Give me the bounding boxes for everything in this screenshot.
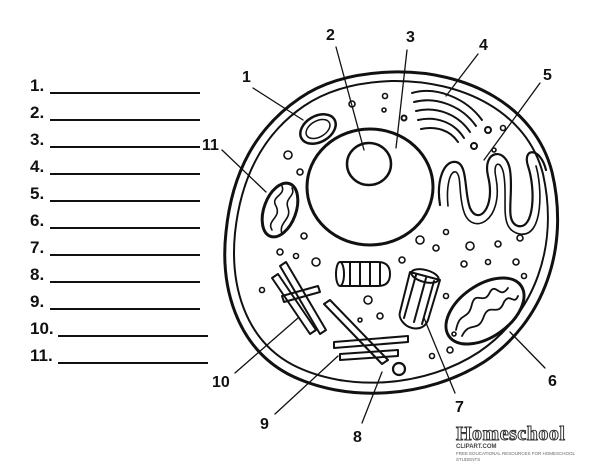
logo-brand: Homeschool	[456, 423, 566, 445]
blank-number: 4.	[30, 157, 45, 176]
centriole-horizontal	[335, 261, 391, 287]
label-2: 2	[326, 27, 335, 44]
blank-number: 9.	[30, 292, 45, 311]
homeschool-clipart-logo: Homeschool CLIPART.COM FREE EDUCATIONAL …	[456, 423, 586, 463]
blank-number: 6.	[30, 211, 45, 230]
blank-number: 7.	[30, 238, 45, 257]
blank-line	[50, 200, 200, 202]
diagram-labels: 1 2 3 4 5 6 7 8 9 10 11	[202, 27, 557, 446]
ribosome	[391, 361, 407, 377]
blank-line	[50, 308, 200, 310]
answer-blank-4[interactable]: 4.	[30, 157, 200, 177]
label-7: 7	[455, 399, 464, 416]
cytoskeleton-rods	[271, 261, 409, 365]
blank-number: 11.	[30, 346, 53, 365]
blank-line	[50, 92, 200, 94]
answer-blank-7[interactable]: 7.	[30, 238, 200, 258]
blank-number: 2.	[30, 103, 45, 122]
blank-line	[50, 119, 200, 121]
endoplasmic-reticulum-inner	[446, 163, 541, 235]
blank-line	[50, 146, 200, 148]
blank-line	[58, 335, 208, 337]
blank-line	[50, 227, 200, 229]
blank-line	[58, 362, 208, 364]
blank-number: 3.	[30, 130, 45, 149]
vacuole-inner	[305, 118, 331, 140]
label-3: 3	[406, 29, 415, 46]
answer-blank-11[interactable]: 11.	[30, 346, 208, 366]
label-9: 9	[260, 416, 269, 433]
label-11: 11	[202, 137, 219, 154]
golgi-apparatus	[400, 90, 492, 150]
nucleolus	[345, 141, 393, 187]
blank-number: 10.	[30, 319, 54, 338]
blank-line	[50, 254, 200, 256]
mitochondrion-large	[444, 276, 526, 346]
label-6: 6	[548, 373, 557, 390]
answer-blank-1[interactable]: 1.	[30, 76, 200, 96]
leader-lines	[221, 46, 546, 424]
label-4: 4	[479, 37, 488, 54]
blank-number: 1.	[30, 76, 45, 95]
centriole-vertical	[398, 268, 441, 330]
blank-number: 5.	[30, 184, 45, 203]
label-10: 10	[212, 374, 230, 391]
logo-site: CLIPART.COM	[456, 444, 497, 450]
answer-blank-5[interactable]: 5.	[30, 184, 200, 204]
cytoplasm-vesicles	[258, 92, 528, 360]
blank-number: 8.	[30, 265, 45, 284]
blank-line	[50, 173, 200, 175]
nucleus	[305, 127, 435, 247]
label-8: 8	[353, 429, 362, 446]
label-1: 1	[242, 69, 251, 86]
endoplasmic-reticulum	[437, 151, 548, 228]
logo-tagline: FREE EDUCATIONAL RESOURCES FOR HOMESCHOO…	[456, 451, 575, 462]
answer-blank-8[interactable]: 8.	[30, 265, 200, 285]
cell-membrane-outer	[223, 70, 560, 395]
cell-membrane-inner	[233, 79, 549, 384]
answer-blank-2[interactable]: 2.	[30, 103, 200, 123]
blank-line	[50, 281, 200, 283]
answer-blank-9[interactable]: 9.	[30, 292, 200, 312]
answer-blank-3[interactable]: 3.	[30, 130, 200, 150]
mitochondrion-small	[260, 181, 300, 239]
vacuole	[299, 113, 337, 145]
label-5: 5	[543, 67, 552, 84]
answer-blank-6[interactable]: 6.	[30, 211, 200, 231]
answer-blank-10[interactable]: 10.	[30, 319, 208, 339]
